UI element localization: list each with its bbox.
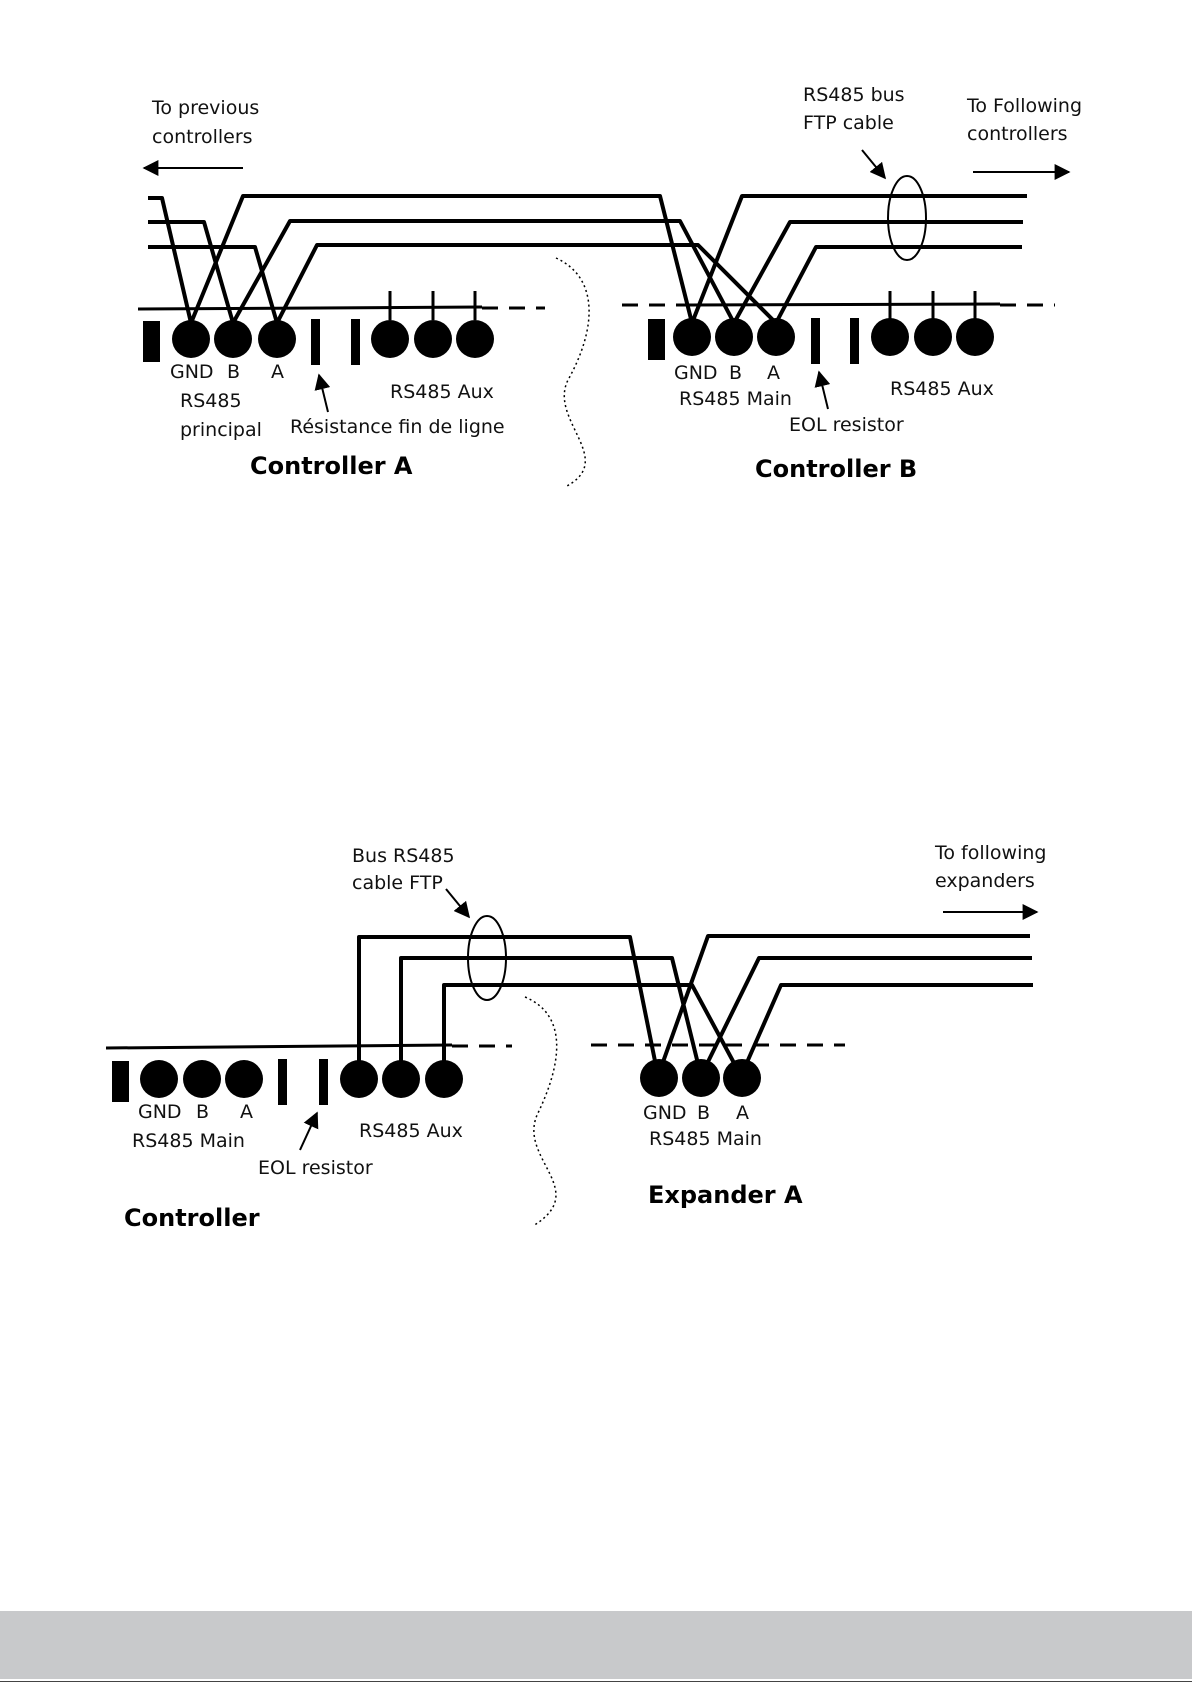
controller-a-terminal-block xyxy=(143,291,494,365)
to-previous-label-line2: controllers xyxy=(152,126,253,148)
controller-b-board-edge xyxy=(689,302,1001,307)
arrow-to-bus-cable xyxy=(861,149,887,180)
page-footer-band xyxy=(0,1611,1192,1679)
controller-eol-arrow xyxy=(299,1111,319,1151)
controller-b-terminal-block xyxy=(648,291,994,364)
controller-eol-label: EOL resistor xyxy=(258,1157,373,1179)
ftp-cable-ellipse-2 xyxy=(467,915,507,1001)
ftp-cable-ellipse xyxy=(887,175,927,261)
to-following-label-line2: controllers xyxy=(967,123,1068,145)
controller-a-gnd-label: GND xyxy=(170,361,214,383)
controller-a-terminal-label: A xyxy=(240,1101,253,1123)
controller-gnd-label: GND xyxy=(138,1101,182,1123)
expander-a-main-label: RS485 Main xyxy=(649,1128,762,1150)
controller-a-aux-label: RS485 Aux xyxy=(390,381,494,403)
controller-block-end xyxy=(112,1061,129,1102)
to-previous-label: To previous xyxy=(151,97,259,119)
expander-bus-wires xyxy=(357,934,1033,1079)
controller-main-label: RS485 Main xyxy=(132,1130,245,1152)
expander-a-terminal-b xyxy=(682,1059,720,1097)
expander-a-a-label: A xyxy=(736,1102,749,1124)
controller-a-block-end xyxy=(143,321,160,362)
controller-board-edge xyxy=(105,1043,453,1050)
controller-eol-resistor xyxy=(319,1059,328,1105)
controller-aux-terminal-1 xyxy=(340,1060,378,1098)
controller-a-eol-resistor xyxy=(311,319,320,365)
controller-a-main-label: RS485 xyxy=(180,390,242,412)
controller-a-eol-label: Résistance fin de ligne xyxy=(290,416,505,438)
controller-b-eol-arrow xyxy=(814,370,831,410)
controller-b-aux-terminal-2 xyxy=(914,318,952,356)
controller-b-main-label: RS485 Main xyxy=(679,388,792,410)
controller-b-b-label: B xyxy=(729,362,742,384)
controller-aux-terminal-2 xyxy=(382,1060,420,1098)
to-following-expanders-label-line2: expanders xyxy=(935,870,1035,892)
controller-a-main-label-line2: principal xyxy=(180,419,262,441)
bus-cable-label-line2: FTP cable xyxy=(803,112,894,134)
controller-a-aux-terminal-1 xyxy=(371,320,409,358)
bus-cable-label-2: Bus RS485 xyxy=(352,845,455,867)
controller-b-title: Controller B xyxy=(755,455,917,483)
controller-a-terminal-a xyxy=(258,320,296,358)
board-break-curve-2 xyxy=(524,996,558,1227)
controller-a-eol-arrow xyxy=(314,373,331,413)
controller-b-aux-label: RS485 Aux xyxy=(890,378,994,400)
controller-b-gnd-label: GND xyxy=(674,362,718,384)
controller-separator xyxy=(278,1059,287,1105)
expander-a-terminal-block xyxy=(640,1059,761,1097)
controller-title: Controller xyxy=(124,1204,260,1232)
controller-aux-label: RS485 Aux xyxy=(359,1120,463,1142)
controller-b-block-end xyxy=(648,319,665,360)
bus-cable-label: RS485 bus xyxy=(803,84,905,106)
controller-a-terminal-gnd xyxy=(172,320,210,358)
expander-a-b-label: B xyxy=(697,1102,710,1124)
controller-terminal-a xyxy=(225,1060,263,1098)
arrow-to-bus-cable-2 xyxy=(445,888,471,919)
page-footer-line xyxy=(0,1681,1192,1682)
controller-b-terminal-label: B xyxy=(196,1101,209,1123)
expander-a-gnd-label: GND xyxy=(643,1102,687,1124)
diagram-controller-to-controller: To previous controllers RS485 bus FTP ca… xyxy=(137,84,1082,488)
expander-a-title: Expander A xyxy=(648,1181,803,1209)
controller-b-eol-resistor xyxy=(811,318,820,364)
controller-b-terminal-gnd xyxy=(673,318,711,356)
controller-a-title: Controller A xyxy=(250,452,413,480)
controller-a-aux-terminal-3 xyxy=(456,320,494,358)
controller-terminal-block xyxy=(112,1059,463,1105)
controller-b-aux-terminal-1 xyxy=(871,318,909,356)
controller-a-a-label: A xyxy=(271,361,284,383)
controller-a-b-label: B xyxy=(227,361,240,383)
controller-a-board-edge xyxy=(137,305,483,311)
controller-b-separator xyxy=(850,318,859,364)
controller-b-terminal-b xyxy=(715,318,753,356)
controller-a-separator xyxy=(351,319,360,365)
controller-b-eol-label: EOL resistor xyxy=(789,414,904,436)
board-break-curve xyxy=(555,257,590,488)
bus-cable-label-2-line2: cable FTP xyxy=(352,872,443,894)
bus-wires xyxy=(148,194,1027,325)
diagram-controller-to-expander: Bus RS485 cable FTP To following expande… xyxy=(105,842,1046,1232)
controller-b-terminal-a xyxy=(757,318,795,356)
expander-a-terminal-a xyxy=(723,1059,761,1097)
controller-b-aux-terminal-3 xyxy=(956,318,994,356)
to-following-label: To Following xyxy=(966,95,1082,117)
controller-aux-terminal-3 xyxy=(425,1060,463,1098)
expander-a-terminal-gnd xyxy=(640,1059,678,1097)
controller-b-a-label: A xyxy=(767,362,780,384)
to-following-expanders-label: To following xyxy=(934,842,1046,864)
controller-a-aux-terminal-2 xyxy=(414,320,452,358)
controller-terminal-gnd xyxy=(140,1060,178,1098)
controller-a-terminal-b xyxy=(214,320,252,358)
controller-terminal-b xyxy=(183,1060,221,1098)
